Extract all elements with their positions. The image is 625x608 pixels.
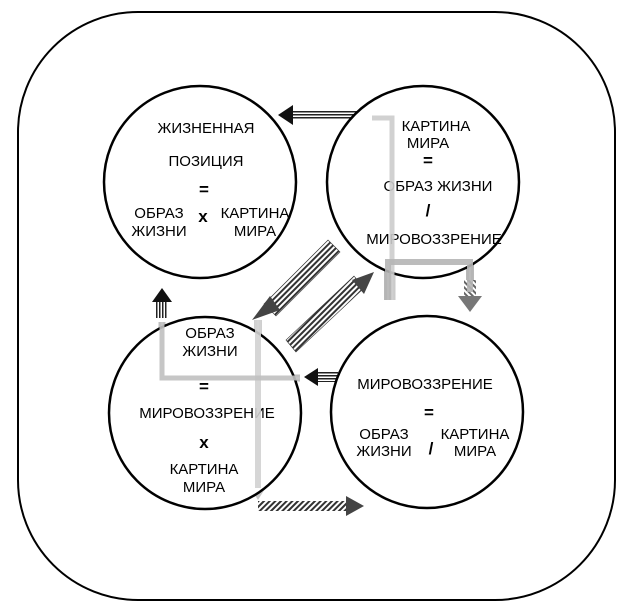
life-position-lifestyle-line1: ОБРАЗ — [134, 205, 183, 222]
arrow-diag-down-left — [252, 239, 341, 320]
circle-lifestyle: ОБРАЗ ЖИЗНИ = МИРОВОЗЗРЕНИЕ x КАРТИНА МИ… — [107, 315, 303, 511]
circle-world-picture: КАРТИНА МИРА = ОБРАЗ ЖИЗНИ / МИРОВОЗЗРЕН… — [325, 84, 521, 280]
life-position-title-line2: ПОЗИЦИЯ — [169, 153, 244, 170]
lifestyle-title-line1: ОБРАЗ — [185, 325, 234, 342]
arrow-up-left — [152, 288, 172, 318]
lifestyle-equals: = — [199, 377, 209, 396]
arrow-left-top — [278, 105, 362, 125]
worldview-divide: / — [429, 439, 434, 458]
worldview-lifestyle-line1: ОБРАЗ — [359, 426, 408, 443]
life-position-multiply: x — [198, 207, 208, 226]
world-picture-lifestyle: ОБРАЗ ЖИЗНИ — [384, 178, 493, 195]
lifestyle-title-line2: ЖИЗНИ — [182, 343, 237, 360]
outer-frame — [17, 11, 616, 601]
worldview-equals: = — [424, 403, 434, 422]
lifestyle-multiply: x — [199, 433, 209, 452]
worldview-worldpicture-line2: МИРА — [454, 443, 496, 460]
life-position-title-line1: ЖИЗНЕННАЯ — [157, 120, 254, 137]
lifestyle-worldview: МИРОВОЗЗРЕНИЕ — [139, 405, 275, 422]
circle-life-position: ЖИЗНЕННАЯ ПОЗИЦИЯ = ОБРАЗ ЖИЗНИ x КАРТИН… — [102, 84, 298, 280]
circle-worldview: МИРОВОЗЗРЕНИЕ = ОБРАЗ ЖИЗНИ / КАРТИНА МИ… — [329, 314, 525, 510]
worldview-title: МИРОВОЗЗРЕНИЕ — [357, 376, 493, 393]
life-position-equals: = — [199, 180, 209, 199]
lifestyle-worldpicture-line1: КАРТИНА — [170, 461, 239, 478]
worldview-worldpicture-line1: КАРТИНА — [441, 426, 510, 443]
arrow-diag-up-right — [285, 272, 374, 353]
arrow-left-middle — [304, 368, 338, 386]
life-position-worldpicture-line1: КАРТИНА — [221, 205, 290, 222]
light-gray-track-overlay-top-right — [372, 115, 395, 300]
life-position-lifestyle-line2: ЖИЗНИ — [131, 223, 186, 240]
worldview-lifestyle-line2: ЖИЗНИ — [356, 443, 411, 460]
life-position-worldpicture-line2: МИРА — [234, 223, 276, 240]
world-picture-title-line2: МИРА — [407, 135, 449, 152]
world-picture-title-line1: КАРТИНА — [402, 118, 471, 135]
world-picture-equals: = — [423, 151, 433, 170]
arrow-right-bottom — [258, 496, 364, 516]
lifestyle-worldpicture-line2: МИРА — [183, 479, 225, 496]
world-picture-divide: / — [426, 201, 431, 220]
world-picture-worldview: МИРОВОЗЗРЕНИЕ — [366, 231, 502, 248]
